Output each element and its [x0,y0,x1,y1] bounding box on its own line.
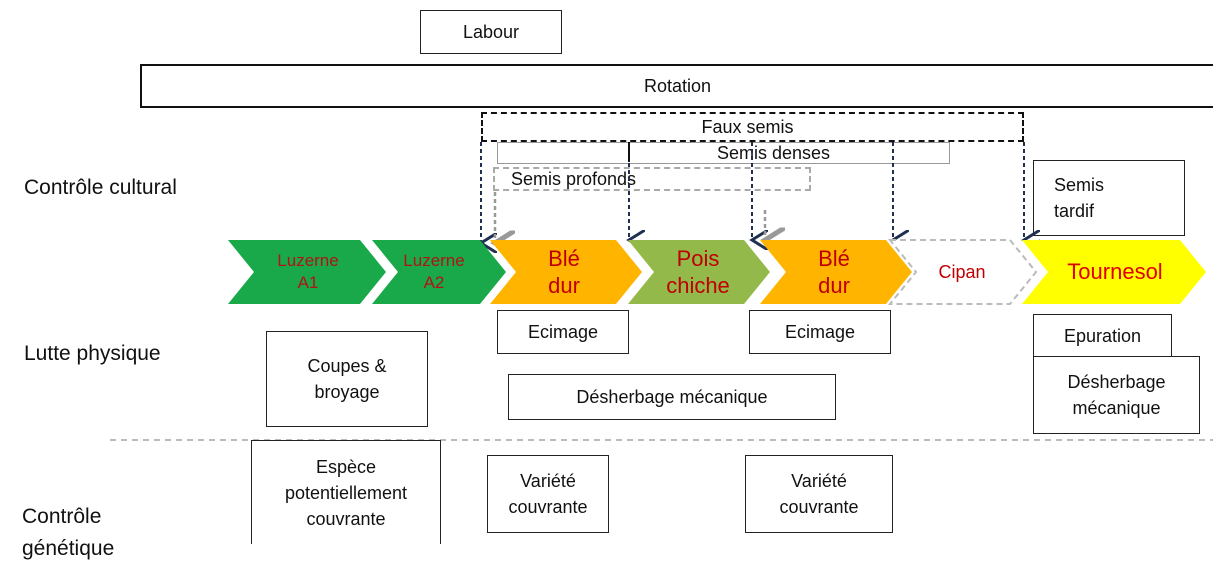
arrow-layer [110,142,1213,441]
crop-label-cipan: Cipan [938,261,986,282]
semis-profonds-box: Semis profonds [493,167,811,191]
chevron-ble-dur-1 [490,240,642,304]
chevron-luzerne-a1 [228,240,386,304]
labour-box: Labour [420,10,562,54]
semis-denses-label: Semis denses [716,142,831,163]
epuration-box: Epuration [1033,314,1172,358]
crop-label-pois-chiche: Pois chiche [666,246,730,298]
coupes-broyage-box: Coupes & broyage [266,331,428,427]
rotation-box: Rotation [140,64,1213,108]
semis-denses-box: Semis denses [497,142,950,164]
espece-couvrante-box: Espèce potentiellement couvrante [251,440,441,544]
ecimage-box-1: Ecimage [497,310,629,354]
desherbage-mecanique-box-2: Désherbage mécanique [1033,356,1200,434]
ecimage-box-2: Ecimage [749,310,891,354]
rotation-label: Rotation [643,75,712,96]
crop-label-luzerne-a2: Luzerne A2 [403,251,465,292]
semis-tardif-label: Semis tardif [1054,175,1105,221]
semis-profonds-label: Semis profonds [511,168,637,189]
crop-label-tournesol: Tournesol [1067,259,1163,284]
variete-couvrante-box-1: Variété couvrante [487,455,609,533]
crop-label-ble-dur-1: Blé dur [548,246,580,298]
faux-semis-label: Faux semis [701,116,794,137]
semis-tardif-box: Semis tardif [1033,160,1185,236]
chevron-tournesol [1022,240,1206,304]
desherbage-mecanique-box: Désherbage mécanique [508,374,836,420]
chevron-luzerne-a2 [372,240,506,304]
category-controle-cultural: Contrôle cultural [24,176,177,199]
crop-label-ble-dur-2: Blé dur [818,246,850,298]
crop-label-luzerne-a1: Luzerne A1 [277,251,339,292]
labour-label: Labour [462,22,520,42]
variete-couvrante-box-2: Variété couvrante [745,455,893,533]
category-controle-genetique: Contrôle génétique [22,505,115,560]
chevron-ble-dur-2 [760,240,912,304]
crop-chevron-band [228,239,1206,305]
faux-semis-box: Faux semis [481,112,1024,142]
chevron-pois-chiche [628,240,770,304]
chevron-cipan [887,239,1038,305]
category-lutte-physique: Lutte physique [24,342,161,365]
